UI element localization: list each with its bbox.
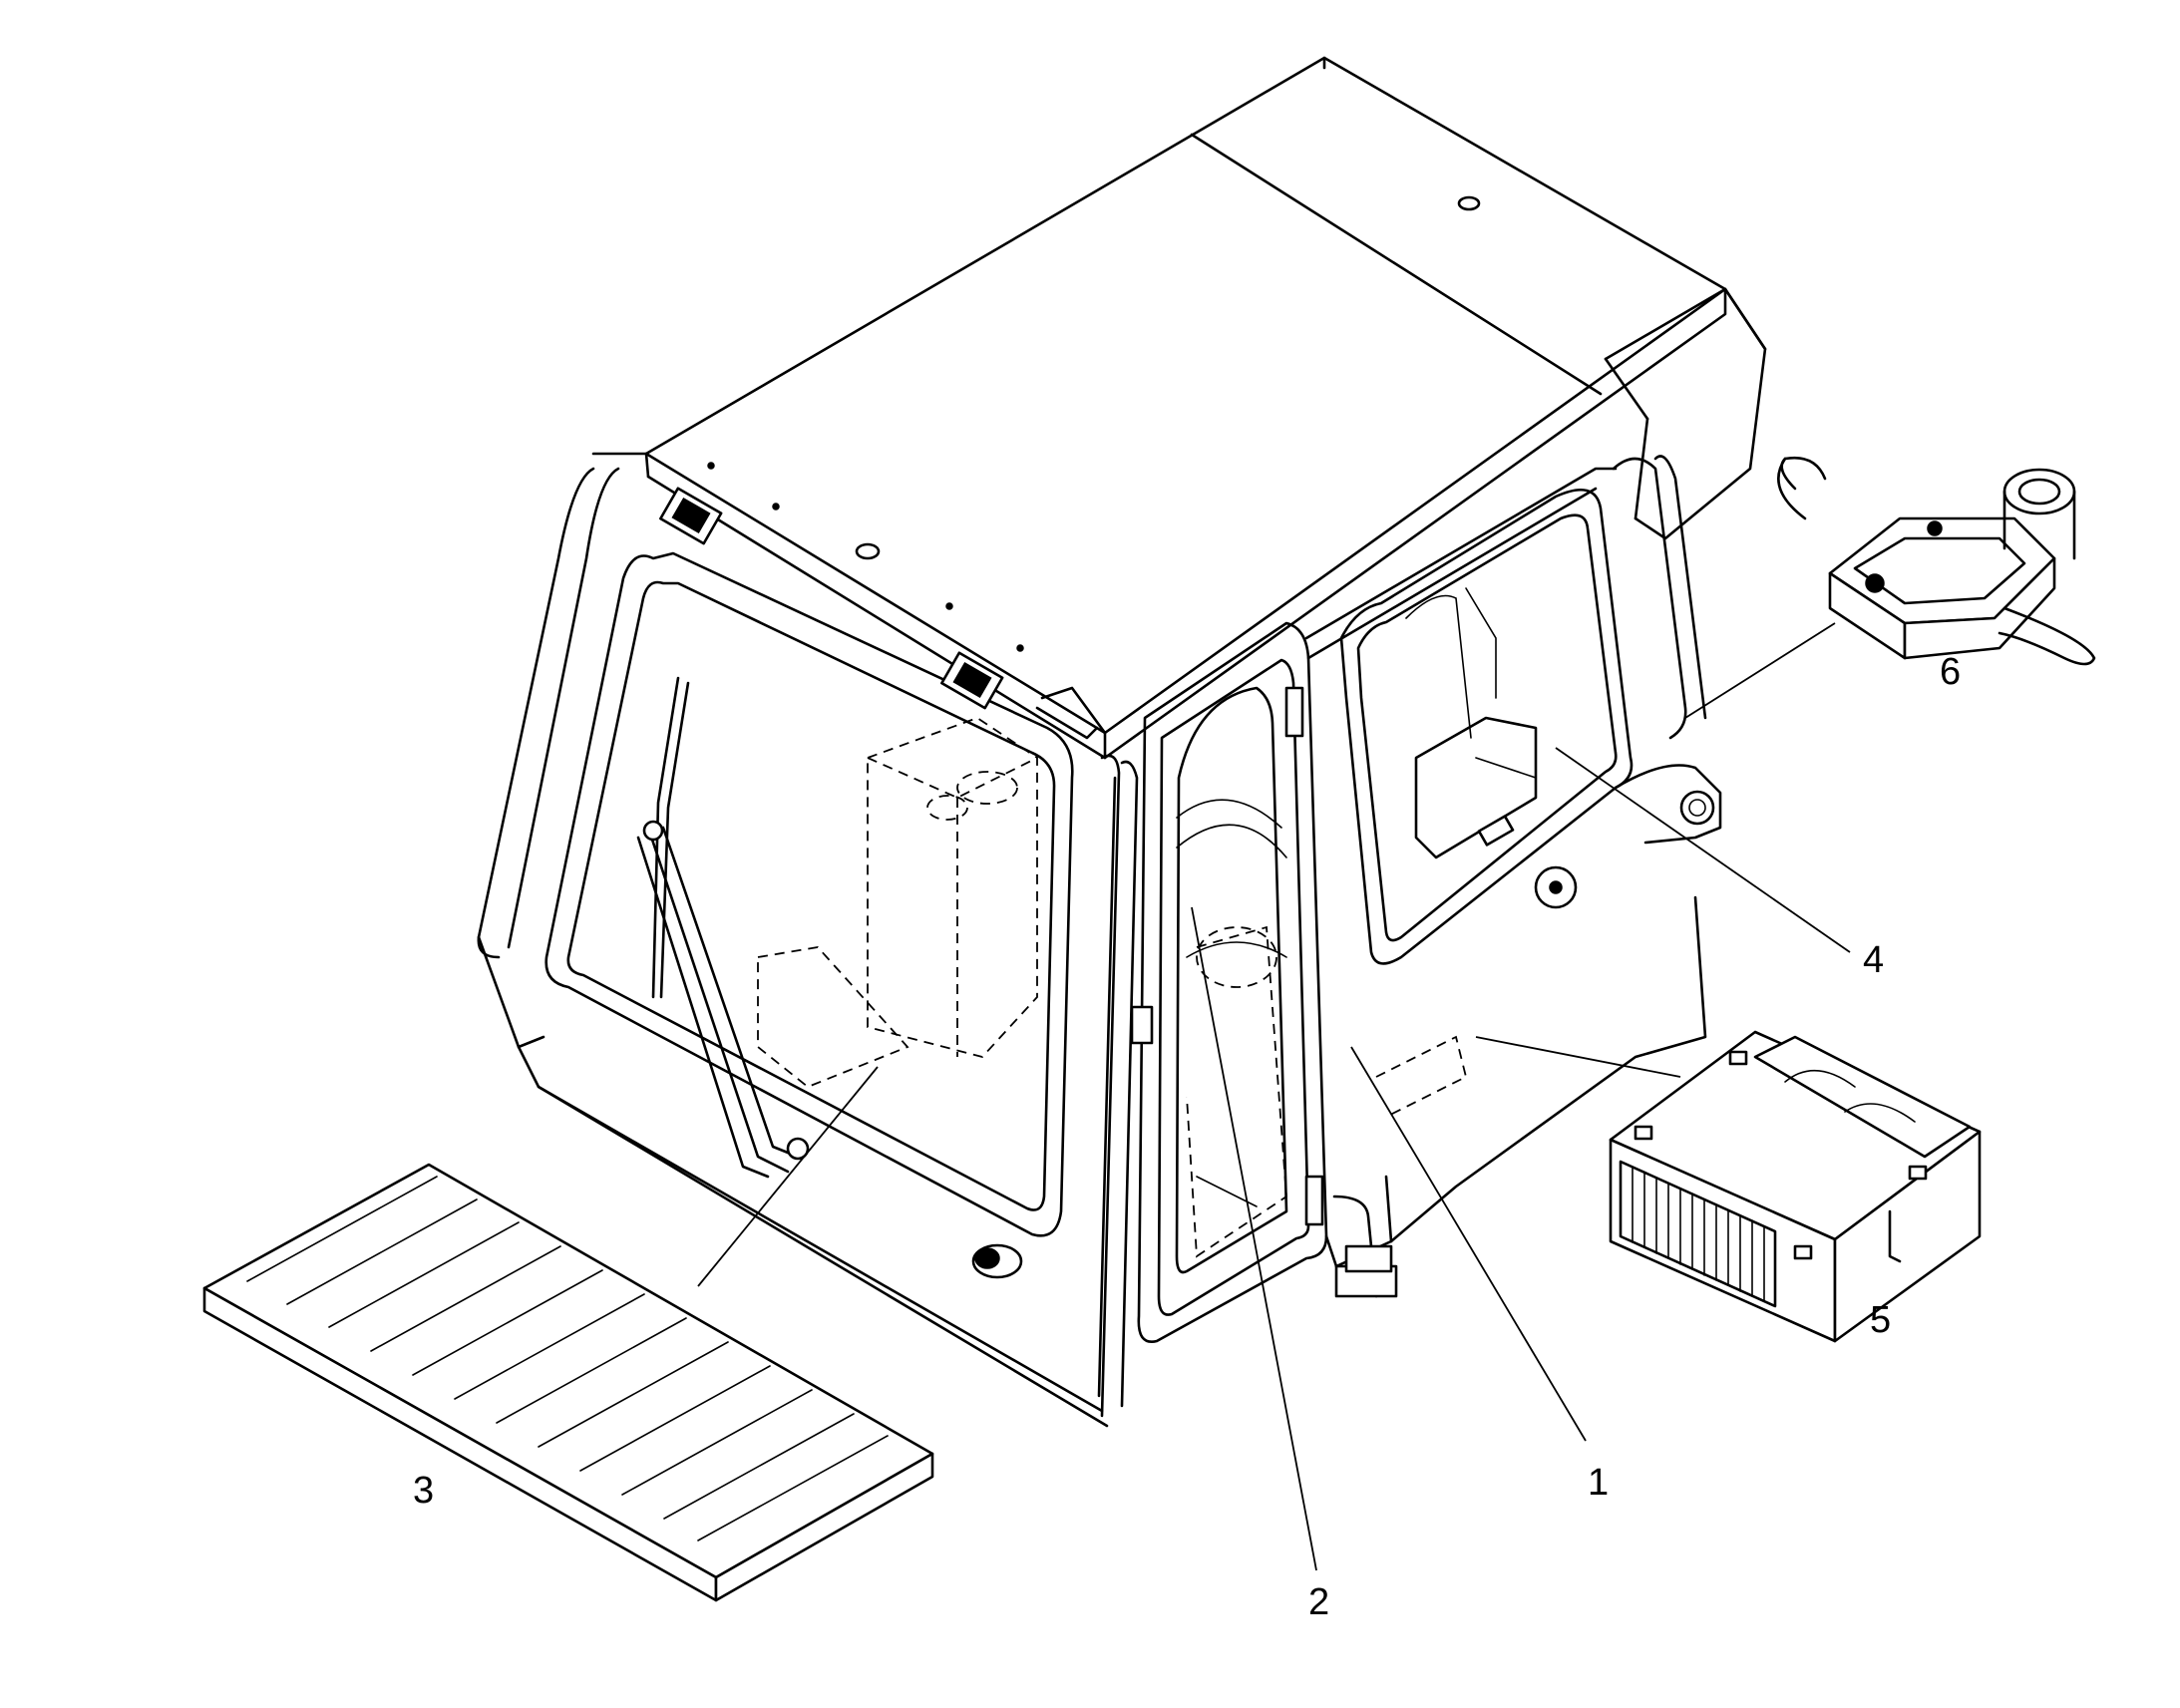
cab-rear-housing xyxy=(1604,287,1767,540)
callout-3: 3 xyxy=(413,1470,435,1512)
front-wiper xyxy=(636,676,810,1179)
callout-1: 1 xyxy=(1588,1462,1610,1504)
callout-4: 4 xyxy=(1863,939,1885,981)
front-work-light-right xyxy=(940,651,1004,710)
cab-door xyxy=(1130,621,1328,1343)
front-lower-lamp xyxy=(971,1243,1023,1279)
callout-2: 2 xyxy=(1308,1581,1330,1623)
front-work-light-left xyxy=(659,487,723,545)
cab-body xyxy=(477,452,1851,1571)
callout-5: 5 xyxy=(1870,1299,1892,1341)
filter-grille xyxy=(1619,1160,1777,1308)
cab-roof xyxy=(644,56,1727,760)
filter-box xyxy=(1475,1030,1982,1343)
hidden-interior xyxy=(757,716,1468,1258)
floor-mat xyxy=(202,1163,934,1602)
callout-6: 6 xyxy=(1940,651,1962,693)
mounting-bracket xyxy=(1777,456,2096,666)
cab-side-window xyxy=(1339,489,1634,965)
